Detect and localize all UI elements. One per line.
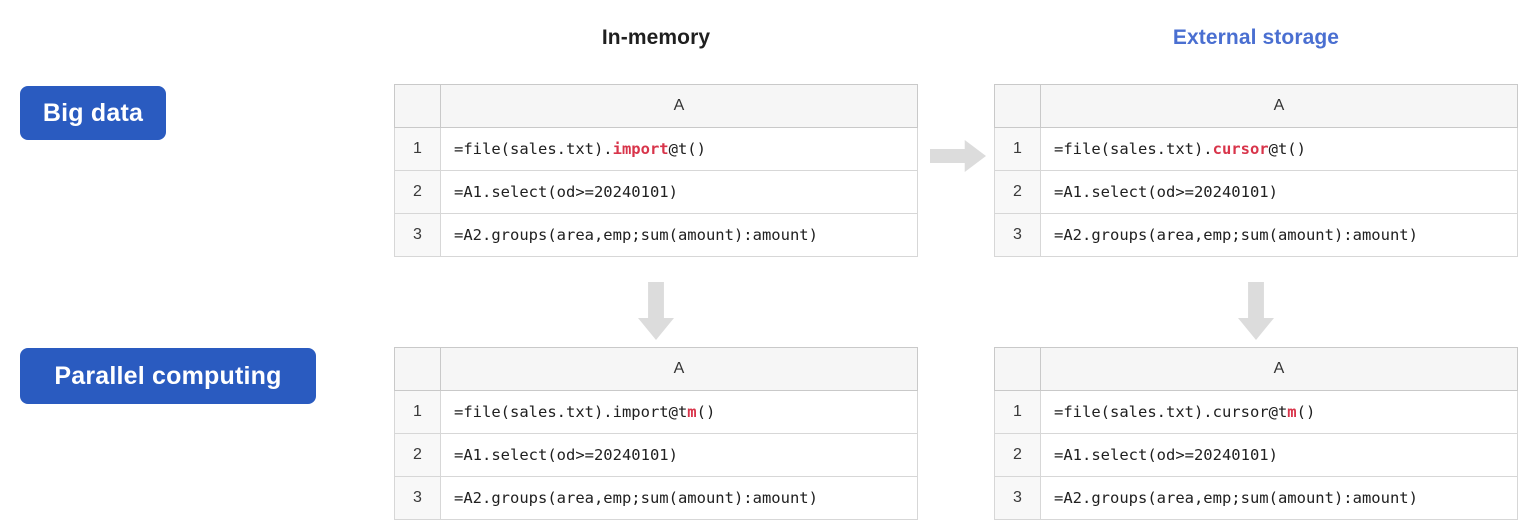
code-keyword: m <box>1287 403 1297 421</box>
arrow-down-icon <box>638 282 674 340</box>
arrow-right-icon <box>930 140 986 172</box>
code-cell[interactable]: =A2.groups(area,emp;sum(amount):amount) <box>1040 476 1518 520</box>
code-text-pre: =file(sales.txt).cursor@t <box>1054 403 1288 421</box>
table-row: 3 =A2.groups(area,emp;sum(amount):amount… <box>394 213 918 257</box>
code-text-pre: =A1.select(od>=20240101) <box>454 183 678 201</box>
code-text-pre: =file(sales.txt).import@t <box>454 403 688 421</box>
code-text-pre: =A1.select(od>=20240101) <box>454 446 678 464</box>
code-cell[interactable]: =file(sales.txt).import@t() <box>440 127 918 171</box>
row-badge-parallel-computing: Parallel computing <box>20 348 316 404</box>
table-header-row: A <box>394 84 918 128</box>
code-text-post: () <box>1296 403 1316 421</box>
column-header-a[interactable]: A <box>1040 347 1518 391</box>
corner-cell <box>394 347 441 391</box>
table-row: 1 =file(sales.txt).cursor@t() <box>994 127 1518 171</box>
row-number[interactable]: 2 <box>394 170 441 214</box>
table-row: 3 =A2.groups(area,emp;sum(amount):amount… <box>394 476 918 520</box>
code-cell[interactable]: =file(sales.txt).cursor@tm() <box>1040 390 1518 434</box>
table-row: 2 =A1.select(od>=20240101) <box>994 170 1518 214</box>
row-number[interactable]: 3 <box>394 476 441 520</box>
table-row: 3 =A2.groups(area,emp;sum(amount):amount… <box>994 476 1518 520</box>
row-number[interactable]: 1 <box>994 390 1041 434</box>
code-cell[interactable]: =A1.select(od>=20240101) <box>1040 170 1518 214</box>
code-text-pre: =A2.groups(area,emp;sum(amount):amount) <box>1054 226 1418 244</box>
table-header-row: A <box>994 84 1518 128</box>
row-number[interactable]: 1 <box>394 390 441 434</box>
code-text-pre: =A2.groups(area,emp;sum(amount):amount) <box>1054 489 1418 507</box>
row-number[interactable]: 2 <box>994 170 1041 214</box>
table-row: 2 =A1.select(od>=20240101) <box>994 433 1518 477</box>
code-cell[interactable]: =file(sales.txt).import@tm() <box>440 390 918 434</box>
code-table-big-data-in-memory: A 1 =file(sales.txt).import@t() 2 =A1.se… <box>394 84 918 257</box>
table-row: 3 =A2.groups(area,emp;sum(amount):amount… <box>994 213 1518 257</box>
code-cell[interactable]: =A1.select(od>=20240101) <box>1040 433 1518 477</box>
row-badge-big-data: Big data <box>20 86 166 140</box>
corner-cell <box>994 347 1041 391</box>
table-header-row: A <box>394 347 918 391</box>
code-cell[interactable]: =A2.groups(area,emp;sum(amount):amount) <box>1040 213 1518 257</box>
code-text-post: () <box>696 403 716 421</box>
code-table-big-data-external-storage: A 1 =file(sales.txt).cursor@t() 2 =A1.se… <box>994 84 1518 257</box>
arrow-down-icon <box>1238 282 1274 340</box>
code-text-pre: =A2.groups(area,emp;sum(amount):amount) <box>454 226 818 244</box>
column-header-a[interactable]: A <box>440 347 918 391</box>
row-number[interactable]: 1 <box>994 127 1041 171</box>
column-header-a[interactable]: A <box>1040 84 1518 128</box>
table-row: 1 =file(sales.txt).import@t() <box>394 127 918 171</box>
code-text-post: @t() <box>1268 140 1306 158</box>
code-text-pre: =file(sales.txt). <box>454 140 613 158</box>
code-cell[interactable]: =A2.groups(area,emp;sum(amount):amount) <box>440 476 918 520</box>
table-row: 2 =A1.select(od>=20240101) <box>394 433 918 477</box>
row-number[interactable]: 1 <box>394 127 441 171</box>
code-table-parallel-computing-in-memory: A 1 =file(sales.txt).import@tm() 2 =A1.s… <box>394 347 918 520</box>
row-number[interactable]: 3 <box>994 213 1041 257</box>
code-cell[interactable]: =A1.select(od>=20240101) <box>440 170 918 214</box>
table-row: 1 =file(sales.txt).import@tm() <box>394 390 918 434</box>
code-cell[interactable]: =A2.groups(area,emp;sum(amount):amount) <box>440 213 918 257</box>
row-number[interactable]: 3 <box>994 476 1041 520</box>
code-cell[interactable]: =file(sales.txt).cursor@t() <box>1040 127 1518 171</box>
row-number[interactable]: 3 <box>394 213 441 257</box>
corner-cell <box>394 84 441 128</box>
column-heading-external-storage: External storage <box>1172 26 1340 49</box>
code-keyword: import <box>612 140 669 158</box>
code-text-pre: =A1.select(od>=20240101) <box>1054 446 1278 464</box>
code-text-pre: =A2.groups(area,emp;sum(amount):amount) <box>454 489 818 507</box>
corner-cell <box>994 84 1041 128</box>
table-row: 2 =A1.select(od>=20240101) <box>394 170 918 214</box>
column-heading-in-memory: In-memory <box>601 26 711 49</box>
code-text-pre: =file(sales.txt). <box>1054 140 1213 158</box>
code-keyword: m <box>687 403 697 421</box>
column-header-a[interactable]: A <box>440 84 918 128</box>
code-table-parallel-computing-external-storage: A 1 =file(sales.txt).cursor@tm() 2 =A1.s… <box>994 347 1518 520</box>
code-keyword: cursor <box>1212 140 1269 158</box>
code-cell[interactable]: =A1.select(od>=20240101) <box>440 433 918 477</box>
code-text-pre: =A1.select(od>=20240101) <box>1054 183 1278 201</box>
table-header-row: A <box>994 347 1518 391</box>
code-text-post: @t() <box>668 140 706 158</box>
row-number[interactable]: 2 <box>994 433 1041 477</box>
table-row: 1 =file(sales.txt).cursor@tm() <box>994 390 1518 434</box>
row-number[interactable]: 2 <box>394 433 441 477</box>
